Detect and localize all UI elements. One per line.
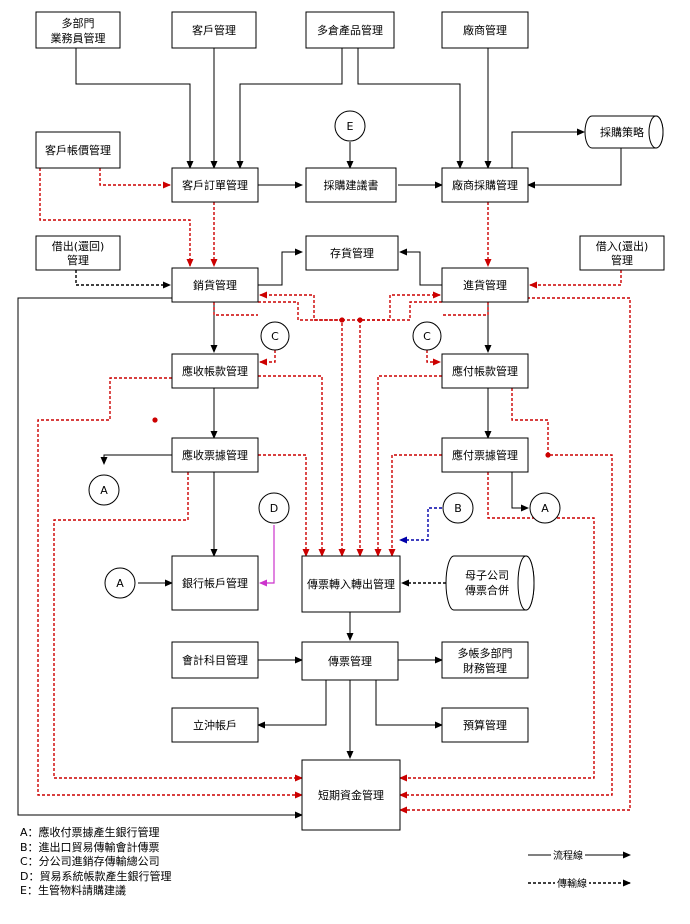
box-bank-label: 銀行帳戶管理 — [182, 576, 248, 590]
circle-a-left-top-label: A — [100, 484, 108, 497]
circle-a-left-bank-label: A — [116, 577, 124, 590]
circle-e: E — [334, 110, 366, 142]
box-multi-finance-line1: 多帳多部門 — [458, 646, 513, 660]
box-borrow-in-line1: 借入(還出) — [596, 239, 649, 253]
box-offset-label: 立沖帳戶 — [193, 718, 237, 732]
circle-d-label: D — [270, 502, 278, 515]
legend-transfer-label: 傳輸線 — [557, 877, 587, 890]
circle-c-left-label: C — [271, 330, 279, 343]
box-lend-out: 借出(還回) 管理 — [35, 235, 121, 271]
box-parent-sub-line1: 母子公司 — [465, 569, 509, 582]
box-account-subject-label: 會計科目管理 — [182, 653, 248, 667]
circle-a-right: A — [529, 492, 561, 524]
box-multi-finance-line2: 財務管理 — [463, 661, 507, 675]
c-loop-left — [259, 350, 276, 366]
box-customer-account: 客戶帳價管理 — [35, 131, 121, 169]
box-vendor-purchase-label: 廠商採購管理 — [452, 178, 518, 192]
footnotes: A：應收付票據產生銀行管理 B：進出口貿易傳輸會計傳票 C：分公司進銷存傳輸總公… — [20, 826, 171, 899]
circle-d: D — [258, 492, 290, 524]
box-purchase-suggest-label: 採購建議書 — [324, 178, 379, 192]
box-multi-warehouse-label: 多倉產品管理 — [317, 23, 383, 37]
box-vendor-label: 廠商管理 — [463, 23, 507, 37]
box-parent-sub: 母子公司 傳票合併 — [445, 555, 535, 611]
box-budget: 預算管理 — [441, 707, 529, 743]
box-borrow-in: 借入(還出) 管理 — [579, 235, 665, 271]
box-purchase-suggest: 採購建議書 — [305, 167, 397, 203]
box-vendor-purchase: 廠商採購管理 — [441, 167, 529, 203]
box-ar: 應收帳款管理 — [171, 353, 259, 389]
box-multi-dept-sales-line1: 多部門 — [62, 16, 95, 30]
footnote-d: D：貿易系統帳款產生銀行管理 — [20, 869, 172, 883]
footnote-a: A：應收付票據產生銀行管理 — [20, 826, 160, 839]
box-ar-notes: 應收票據管理 — [171, 437, 259, 473]
box-budget-label: 預算管理 — [463, 718, 507, 732]
circle-e-label: E — [347, 120, 354, 133]
box-lend-out-line2: 管理 — [67, 253, 89, 267]
box-voucher-transfer-label: 傳票轉入轉出管理 — [307, 577, 395, 591]
box-purchase-in-label: 進貨管理 — [463, 278, 507, 292]
footnote-c: C：分公司進銷存傳輸總公司 — [20, 855, 160, 868]
circle-b-label: B — [454, 502, 462, 515]
circle-a-left-bank: A — [104, 567, 136, 599]
box-purchase-strategy: 採購策略 — [584, 115, 664, 149]
footnote-b: B：進出口貿易傳輸會計傳票 — [20, 840, 160, 854]
box-customer-order-label: 客戶訂單管理 — [182, 178, 248, 192]
box-voucher-label: 傳票管理 — [328, 654, 372, 668]
box-multi-dept-sales: 多部門 業務員管理 — [35, 11, 121, 49]
circle-c-left: C — [260, 321, 290, 351]
box-ap-label: 應付帳款管理 — [452, 364, 518, 378]
box-voucher-transfer: 傳票轉入轉出管理 — [301, 555, 401, 613]
circle-a-left-top: A — [88, 474, 120, 506]
box-parent-sub-line2: 傳票合併 — [465, 583, 509, 597]
box-inventory-label: 存貨管理 — [330, 246, 374, 260]
junction-dots — [152, 317, 551, 458]
box-borrow-in-line2: 管理 — [611, 253, 633, 267]
legend: 流程線 傳輸線 — [528, 849, 631, 890]
box-customer: 客戶管理 — [171, 11, 257, 49]
lend-out-transfer — [75, 270, 171, 289]
box-purchase-in: 進貨管理 — [441, 267, 529, 303]
circle-c-right: C — [412, 321, 442, 351]
c-loop-right — [426, 350, 441, 366]
box-inventory: 存貨管理 — [305, 235, 399, 271]
legend-flow-label: 流程線 — [553, 849, 583, 862]
box-ap: 應付帳款管理 — [441, 353, 529, 389]
circle-a-right-label: A — [541, 502, 549, 515]
b-transfer — [399, 507, 442, 544]
footnote-e: E：生管物料請購建議 — [20, 884, 126, 897]
d-link — [259, 525, 275, 587]
box-multi-dept-sales-line2: 業務員管理 — [51, 31, 106, 45]
box-ar-label: 應收帳款管理 — [182, 364, 248, 378]
box-customer-order: 客戶訂單管理 — [171, 167, 259, 203]
box-customer-account-label: 客戶帳價管理 — [45, 143, 111, 157]
box-ap-notes: 應付票據管理 — [441, 437, 529, 473]
box-multi-warehouse: 多倉產品管理 — [305, 11, 395, 49]
box-sales-label: 銷貨管理 — [193, 278, 237, 292]
box-sales: 銷貨管理 — [171, 267, 259, 303]
box-ar-notes-label: 應收票據管理 — [182, 448, 248, 462]
box-bank: 銀行帳戶管理 — [171, 555, 259, 611]
circle-c-right-label: C — [423, 330, 431, 343]
box-multi-finance: 多帳多部門 財務管理 — [441, 641, 529, 679]
box-voucher: 傳票管理 — [301, 641, 399, 681]
box-lend-out-line1: 借出(還回) — [52, 239, 105, 253]
box-offset: 立沖帳戶 — [171, 707, 259, 743]
box-ap-notes-label: 應付票據管理 — [452, 448, 518, 462]
box-short-funds-label: 短期資金管理 — [318, 788, 384, 802]
transfer-lines — [37, 168, 631, 814]
circle-b: B — [442, 492, 474, 524]
box-short-funds: 短期資金管理 — [301, 759, 401, 831]
box-account-subject: 會計科目管理 — [171, 641, 259, 679]
box-purchase-strategy-label: 採購策略 — [600, 125, 644, 139]
box-vendor: 廠商管理 — [441, 11, 529, 49]
box-customer-label: 客戶管理 — [192, 23, 236, 37]
flow-lines — [17, 48, 622, 819]
